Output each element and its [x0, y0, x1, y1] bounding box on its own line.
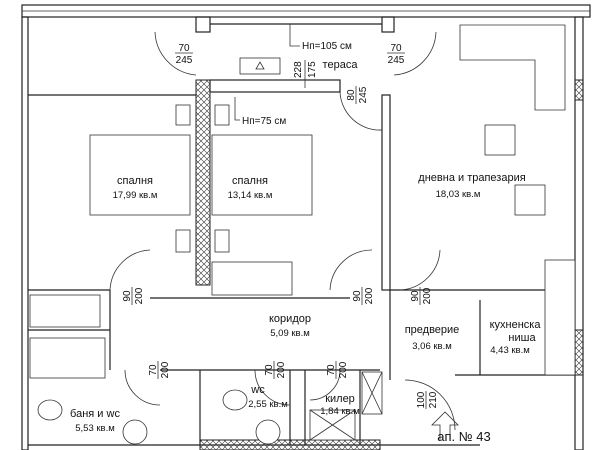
toilet	[37, 399, 63, 421]
svg-text:200: 200	[338, 361, 349, 378]
room-area: 13,14 кв.м	[228, 190, 273, 201]
doors	[109, 31, 459, 440]
sink	[255, 419, 281, 445]
svg-text:70: 70	[148, 364, 159, 376]
svg-text:200: 200	[160, 361, 171, 378]
room-name: предвериe	[405, 324, 460, 336]
room-area: 2,55 кв.м	[248, 399, 288, 410]
svg-text:90: 90	[410, 290, 421, 302]
room-area: 4,43 кв.м	[490, 345, 530, 356]
svg-text:70: 70	[264, 364, 275, 376]
svg-text:200: 200	[422, 287, 433, 304]
svg-text:245: 245	[358, 86, 369, 103]
room-name: спалня	[232, 175, 268, 187]
dimension: 175	[307, 61, 318, 78]
room-area: 5,53 кв.м	[75, 423, 115, 434]
entrance-arrow-icon	[431, 411, 459, 440]
room-name: ниша	[508, 332, 536, 344]
room-name: кухненска	[490, 319, 542, 331]
outer-walls	[21, 4, 591, 450]
svg-text:200: 200	[276, 361, 287, 378]
room-name: wc	[250, 384, 265, 396]
svg-text:90: 90	[352, 290, 363, 302]
svg-text:70: 70	[178, 43, 190, 54]
opening-fraction: 70 200	[148, 361, 171, 379]
room-name: спалня	[117, 175, 153, 187]
opening-fraction: 70 245	[387, 43, 405, 66]
room-name: дневна и трапезария	[418, 172, 525, 184]
notes: Hп=105 см Hп=75 см 228 175	[242, 41, 352, 127]
ac-unit	[239, 57, 281, 75]
svg-text:100: 100	[416, 391, 427, 408]
dining-table	[514, 184, 546, 216]
svg-text:210: 210	[428, 391, 439, 408]
svg-text:80: 80	[346, 89, 357, 101]
apartment-label: ап. № 43	[437, 429, 491, 444]
room-area: 18,03 кв.м	[436, 189, 481, 200]
opening-fraction: 70 245	[175, 43, 193, 66]
opening-fraction: 80 245	[346, 86, 369, 104]
wardrobe	[29, 294, 101, 328]
room-area: 17,99 кв.м	[113, 190, 158, 201]
bed	[211, 134, 313, 216]
svg-text:70: 70	[390, 43, 402, 54]
room-name: баня и wc	[70, 408, 120, 420]
svg-text:245: 245	[388, 55, 405, 66]
bathtub	[29, 337, 106, 379]
dimension: 228	[293, 61, 304, 78]
wardrobe	[211, 261, 293, 296]
room-area: 5,09 кв.м	[270, 328, 310, 339]
opening-fraction: 90 200	[122, 287, 145, 305]
armchair	[484, 124, 516, 156]
opening-fraction: 90 200	[410, 287, 433, 305]
svg-text:70: 70	[326, 364, 337, 376]
svg-text:200: 200	[134, 287, 145, 304]
opening-fraction: 70 200	[264, 361, 287, 379]
sofa	[459, 24, 566, 111]
opening-dimensions: 70 245 70 245 80 245 90 200 90 200 90 20…	[122, 43, 439, 409]
room-name: коридор	[269, 313, 311, 325]
room-area: 3,06 кв.м	[412, 341, 452, 352]
terrace	[195, 16, 395, 121]
furniture	[29, 24, 576, 445]
svg-text:245: 245	[176, 55, 193, 66]
interior-walls	[28, 79, 575, 450]
room-name: тераса	[323, 59, 359, 71]
room-area: 1,84 кв.м	[320, 406, 360, 417]
room-labels: спалня 17,99 кв.м спалня 13,14 кв.м днев…	[70, 59, 541, 444]
sink	[122, 419, 148, 445]
opening-fraction: 70 200	[326, 361, 349, 379]
opening-fraction: 90 200	[352, 287, 375, 305]
parapet-note: Hп=75 см	[242, 116, 286, 127]
bed	[89, 134, 191, 216]
toilet	[222, 389, 248, 411]
svg-text:90: 90	[122, 290, 133, 302]
parapet-note: Hп=105 см	[302, 41, 352, 52]
svg-text:200: 200	[364, 287, 375, 304]
room-name: килер	[325, 393, 355, 405]
kitchen-counter	[544, 259, 576, 376]
opening-fraction: 100 210	[416, 391, 439, 409]
